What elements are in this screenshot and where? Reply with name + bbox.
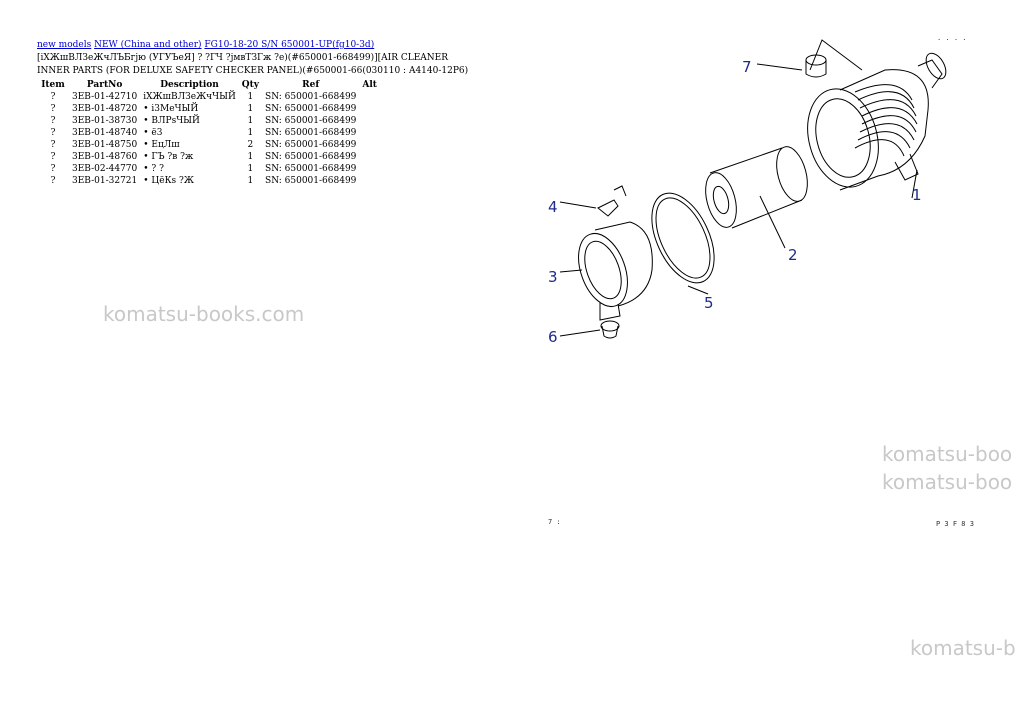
cell-item: ? xyxy=(50,152,56,162)
diagram-part-7 xyxy=(805,54,827,78)
diagram-corner-mark: . . . . xyxy=(937,34,967,42)
cell-alt xyxy=(359,91,380,103)
cell-alt xyxy=(359,175,380,187)
cell-qty: 1 xyxy=(247,128,254,138)
breadcrumb-link-model[interactable]: FG10-18-20 S/N 650001-UP(fg10-3d) xyxy=(204,40,375,50)
diagram-part-1 xyxy=(807,52,947,191)
col-header-ref: Ref xyxy=(302,80,320,90)
cell-partno: 3EB-01-42710 xyxy=(72,92,138,102)
cell-ref: SN: 650001-668499 xyxy=(265,152,357,162)
cell-partno: 3EB-01-32721 xyxy=(72,176,138,186)
cell-qty: 1 xyxy=(247,104,254,114)
col-header-partno: PartNo xyxy=(86,80,123,90)
table-row: ? 3EB-01-42710 іХЖшВЛЗеЖчЧЫЙ 1 SN: 65000… xyxy=(37,91,380,103)
table-row: ? 3EB-02-44770 • ? ? 1 SN: 650001-668499 xyxy=(37,163,380,175)
cell-ref: SN: 650001-668499 xyxy=(265,140,357,150)
cell-item: ? xyxy=(50,176,56,186)
cell-qty: 1 xyxy=(247,92,254,102)
cell-qty: 2 xyxy=(247,140,254,150)
cell-item: ? xyxy=(50,104,56,114)
cell-qty: 1 xyxy=(247,116,254,126)
cell-ref: SN: 650001-668499 xyxy=(265,92,357,102)
cell-alt xyxy=(359,163,380,175)
col-header-qty: Qty xyxy=(241,80,260,90)
cell-ref: SN: 650001-668499 xyxy=(265,116,357,126)
cell-description: • ? ? xyxy=(143,164,164,174)
cell-description: іХЖшВЛЗеЖчЧЫЙ xyxy=(143,92,236,102)
diagram-corner-mark: 7 : xyxy=(548,518,561,526)
cell-description: • ЦёКs ?Ж xyxy=(143,176,194,186)
cell-ref: SN: 650001-668499 xyxy=(265,128,357,138)
callout-6: 6 xyxy=(548,328,558,346)
callout-2: 2 xyxy=(788,246,798,264)
parts-table: Item PartNo Description Qty Ref Alt ? 3E… xyxy=(37,79,380,187)
callout-5: 5 xyxy=(704,294,714,312)
col-header-item: Item xyxy=(41,80,65,90)
cell-partno: 3EB-01-48750 xyxy=(72,140,138,150)
cell-alt xyxy=(359,103,380,115)
cell-description: • ГЪ ?в ?ж xyxy=(143,152,194,162)
table-row: ? 3EB-01-32721 • ЦёКs ?Ж 1 SN: 650001-66… xyxy=(37,175,380,187)
diagram-part-6 xyxy=(600,320,620,339)
cell-alt xyxy=(359,151,380,163)
cell-item: ? xyxy=(50,128,56,138)
cell-description: • ё3 xyxy=(143,128,163,138)
parts-diagram: 7 1 2 5 4 3 6 xyxy=(548,39,947,346)
breadcrumb-link-new-models[interactable]: new models xyxy=(37,40,92,50)
cell-partno: 3EB-01-48740 xyxy=(72,128,138,138)
cell-ref: SN: 650001-668499 xyxy=(265,176,357,186)
cell-qty: 1 xyxy=(247,164,254,174)
breadcrumb-link-new-china[interactable]: NEW (China and other) xyxy=(94,40,202,50)
diagram-corner-mark: P 3 F 8 3 xyxy=(936,520,974,528)
cell-qty: 1 xyxy=(247,176,254,186)
cell-ref: SN: 650001-668499 xyxy=(265,104,357,114)
cell-item: ? xyxy=(50,116,56,126)
cell-description: • ВЛРѕЧЫЙ xyxy=(143,116,200,126)
cell-partno: 3EB-01-38730 xyxy=(72,116,138,126)
cell-partno: 3EB-01-48760 xyxy=(72,152,138,162)
cell-qty: 1 xyxy=(247,152,254,162)
cell-description: • і3МеЧЫЙ xyxy=(143,104,199,114)
diagram-part-4 xyxy=(597,185,627,217)
table-row: ? 3EB-01-48720 • і3МеЧЫЙ 1 SN: 650001-66… xyxy=(37,103,380,115)
cell-partno: 3EB-01-48720 xyxy=(72,104,138,114)
cell-alt xyxy=(359,115,380,127)
cell-item: ? xyxy=(50,92,56,102)
diagram-part-2 xyxy=(705,146,808,229)
diagram-part-5 xyxy=(651,192,715,284)
callout-3: 3 xyxy=(548,268,558,286)
col-header-alt: Alt xyxy=(362,80,377,90)
cell-item: ? xyxy=(50,140,56,150)
cell-ref: SN: 650001-668499 xyxy=(265,164,357,174)
table-row: ? 3EB-01-48750 • ЕцЛш 2 SN: 650001-66849… xyxy=(37,139,380,151)
watermark: komatsu-boo xyxy=(882,470,1013,494)
callout-4: 4 xyxy=(548,198,558,216)
watermark: komatsu-b xyxy=(910,636,1016,660)
watermark: komatsu-boo xyxy=(882,442,1013,466)
table-row: ? 3EB-01-38730 • ВЛРѕЧЫЙ 1 SN: 650001-66… xyxy=(37,115,380,127)
cell-partno: 3EB-02-44770 xyxy=(72,164,138,174)
breadcrumb: new models NEW (China and other) FG10-18… xyxy=(37,40,374,50)
table-row: ? 3EB-01-48760 • ГЪ ?в ?ж 1 SN: 650001-6… xyxy=(37,151,380,163)
callout-1: 1 xyxy=(912,186,922,204)
table-header-row: Item PartNo Description Qty Ref Alt xyxy=(37,79,380,91)
cell-item: ? xyxy=(50,164,56,174)
cell-description: • ЕцЛш xyxy=(143,140,180,150)
callout-7: 7 xyxy=(742,58,752,76)
table-row: ? 3EB-01-48740 • ё3 1 SN: 650001-668499 xyxy=(37,127,380,139)
col-header-description: Description xyxy=(160,80,219,90)
watermark: komatsu-books.com xyxy=(103,302,305,326)
cell-alt xyxy=(359,139,380,151)
diagram-part-3 xyxy=(578,221,653,321)
page-title: [іХЖшВЛЗеЖчЛЪБгјю (УГУЪеЯ] ? ?ГЧ ?јмвТЗГ… xyxy=(37,53,469,76)
cell-alt xyxy=(359,127,380,139)
